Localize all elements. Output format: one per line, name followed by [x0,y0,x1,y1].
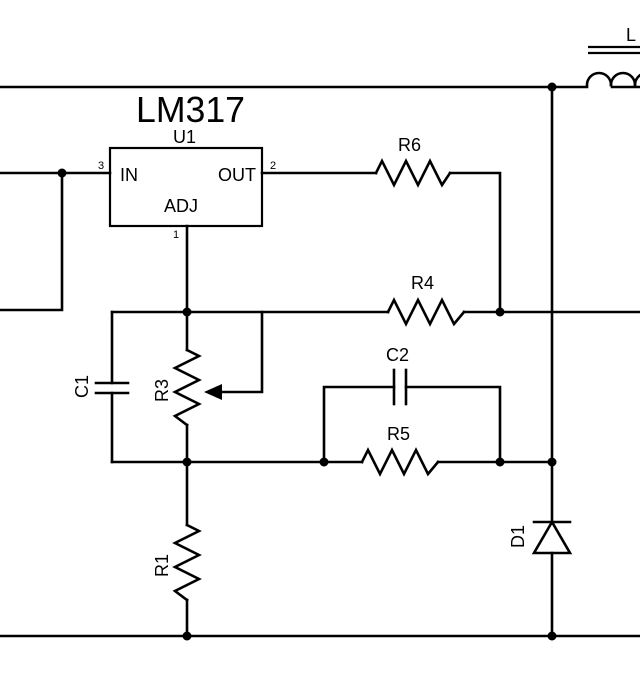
junction-dot [495,457,505,467]
pin-in-label: IN [120,165,138,185]
resistor-r1-label: R1 [152,554,172,577]
junction-dot [547,631,557,641]
diode-d1-label: D1 [508,525,528,548]
junction-dot [182,307,192,317]
junction-dot [182,631,192,641]
pin-adj-number: 1 [173,229,179,241]
resistor-r4-label: R4 [411,273,434,293]
pin-adj-label: ADJ [164,196,198,216]
resistor-r4: R4 [386,273,466,327]
resistor-r5: R5 [360,424,440,477]
capacitor-c1: C1 [72,375,130,398]
capacitor-c2-label: C2 [386,345,409,365]
pin-in-number: 3 [98,160,104,172]
inductor-coil-1 [585,71,613,87]
junction-dot [547,82,557,92]
resistor-r1-symbol [172,523,202,602]
pin-out-number: 2 [270,160,276,172]
junction-dot [57,168,67,178]
junction-dot [495,307,505,317]
pin-out-label: OUT [218,165,256,185]
inductor-coil-2 [609,71,637,87]
regulator-u1: LM317 U1 3 IN 2 OUT ADJ 1 [98,89,276,241]
potentiometer-r3: R3 [152,348,222,427]
potentiometer-r3-symbol [172,348,202,427]
inductor-label: L [626,25,636,45]
junction-dot [547,457,557,467]
junction-dot [319,457,329,467]
c2-right-wire [404,385,502,464]
input-return-wire [0,171,64,312]
junctions [57,82,557,641]
diode-d1: D1 [508,519,573,555]
potentiometer-r3-label: R3 [152,379,172,402]
potentiometer-wiper-arrow [204,384,222,400]
regulator-ref-label: U1 [173,127,196,147]
regulator-body [108,146,264,228]
inductor-l: L [585,25,640,87]
resistor-r6-label: R6 [398,135,421,155]
diode-d1-triangle [531,519,573,555]
c2-left-wire [322,385,396,464]
resistor-r1: R1 [152,523,202,602]
resistor-r5-label: R5 [387,424,410,444]
resistor-r6-symbol [374,158,452,188]
r3-wiper-wire [218,310,264,394]
resistor-r5-symbol [360,447,440,477]
inductor-coil-3 [633,73,640,87]
regulator-part-label: LM317 [136,89,245,130]
resistor-r4-symbol [386,297,466,327]
junction-dot [182,457,192,467]
r6-to-node-wire [448,171,502,312]
resistor-r6: R6 [374,135,452,188]
capacitor-c2: C2 [386,345,409,406]
capacitor-c1-label: C1 [72,375,92,398]
